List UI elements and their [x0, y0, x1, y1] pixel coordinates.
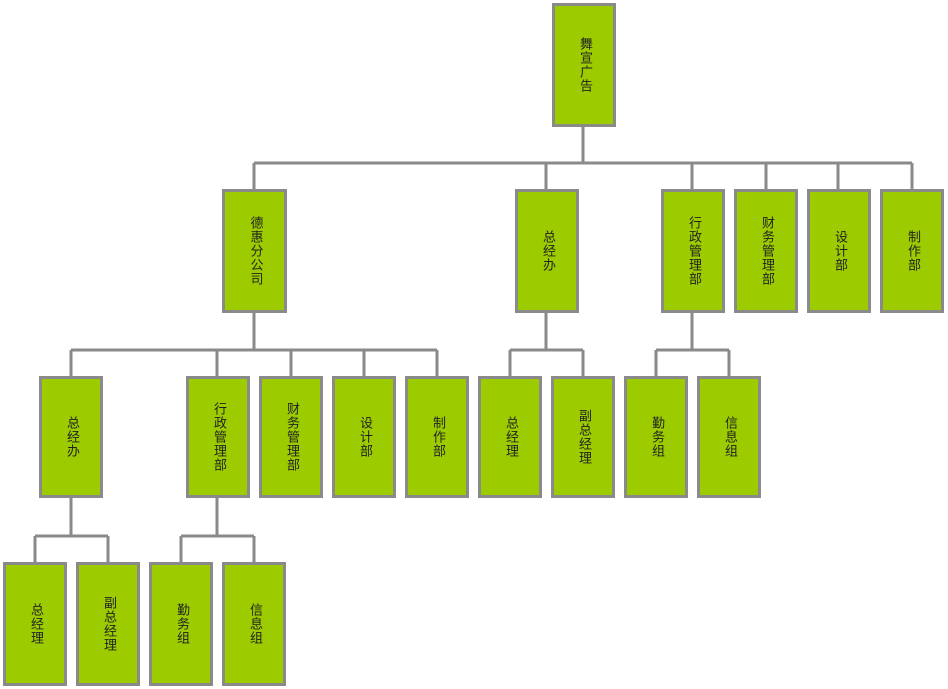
node-label: 制作部: [905, 230, 920, 272]
node-dehui-finance-dept[interactable]: 财务管理部: [259, 376, 323, 498]
node-info-group[interactable]: 信息组: [697, 376, 761, 498]
node-label: 行政管理部: [686, 216, 701, 286]
node-root[interactable]: 舞宣广告: [552, 3, 616, 127]
node-dehui-info-group[interactable]: 信息组: [222, 562, 286, 686]
node-production-dept[interactable]: 制作部: [880, 189, 944, 313]
node-label: 总经办: [64, 416, 79, 458]
node-general-manager[interactable]: 总经理: [478, 376, 542, 498]
node-label: 副总经理: [101, 596, 116, 652]
node-dehui-admin-dept[interactable]: 行政管理部: [186, 376, 250, 498]
node-finance-dept[interactable]: 财务管理部: [734, 189, 798, 313]
node-dehui-general-office[interactable]: 总经办: [39, 376, 103, 498]
node-label: 舞宣广告: [577, 37, 592, 93]
node-dehui-production-dept[interactable]: 制作部: [405, 376, 469, 498]
node-label: 总经理: [28, 603, 43, 645]
node-admin-dept[interactable]: 行政管理部: [661, 189, 725, 313]
node-label: 信息组: [247, 603, 262, 645]
node-dehui-deputy-general-manager[interactable]: 副总经理: [76, 562, 140, 686]
node-label: 勤务组: [174, 603, 189, 645]
node-service-group[interactable]: 勤务组: [624, 376, 688, 498]
node-dehui-service-group[interactable]: 勤务组: [149, 562, 213, 686]
node-label: 制作部: [430, 416, 445, 458]
node-label: 勤务组: [649, 416, 664, 458]
node-label: 设计部: [357, 416, 372, 458]
node-label: 行政管理部: [211, 402, 226, 472]
node-label: 德惠分公司: [247, 216, 263, 286]
node-dehui-design-dept[interactable]: 设计部: [332, 376, 396, 498]
node-label: 财务管理部: [759, 216, 774, 286]
node-label: 总经办: [540, 230, 555, 272]
node-dehui-general-manager[interactable]: 总经理: [3, 562, 67, 686]
node-deputy-general-manager[interactable]: 副总经理: [551, 376, 615, 498]
node-label: 财务管理部: [284, 402, 299, 472]
node-general-office[interactable]: 总经办: [515, 189, 579, 313]
node-label: 总经理: [503, 416, 518, 458]
node-label: 副总经理: [576, 409, 591, 465]
node-label: 设计部: [832, 230, 847, 272]
node-label: 信息组: [722, 416, 737, 458]
node-design-dept[interactable]: 设计部: [807, 189, 871, 313]
node-dehui-branch[interactable]: 德惠分公司: [222, 189, 287, 313]
